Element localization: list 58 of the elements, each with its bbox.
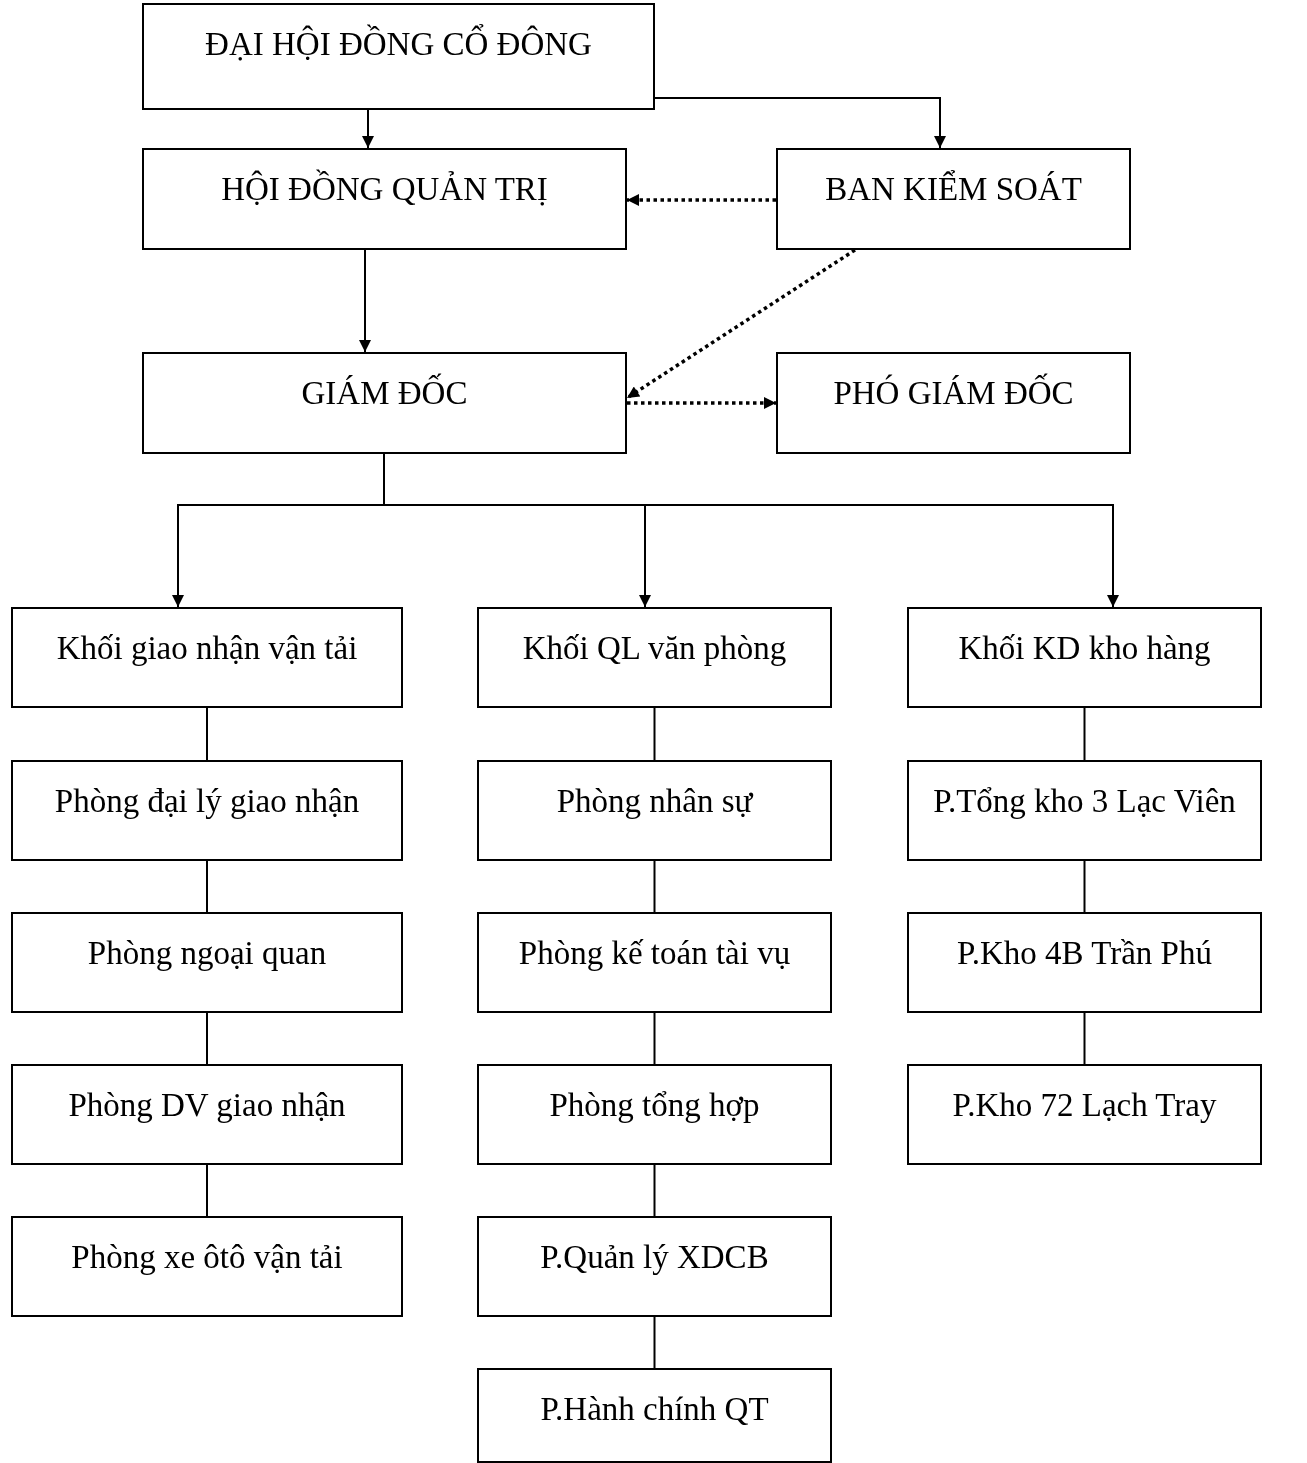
org-box xyxy=(11,912,403,1013)
connector-line xyxy=(653,1164,656,1217)
org-box xyxy=(907,912,1262,1013)
arrow xyxy=(654,97,946,149)
arrow xyxy=(362,109,374,149)
unit-name: Phòng DV giao nhận xyxy=(68,1086,346,1125)
org-box xyxy=(907,760,1262,861)
unit-name: Khối QL văn phòng xyxy=(522,629,787,668)
unit-name: P.Tổng kho 3 Lạc Viên xyxy=(933,782,1236,821)
connector-line xyxy=(1083,707,1086,761)
org-box xyxy=(477,1368,832,1463)
unit-name: PHÓ GIÁM ĐỐC xyxy=(833,374,1074,413)
org-box xyxy=(907,607,1262,708)
connector-line xyxy=(653,1012,656,1065)
unit-name: P.Quản lý XDCB xyxy=(540,1238,769,1277)
unit-name: P.Kho 4B Trần Phú xyxy=(957,934,1212,973)
connector-line xyxy=(653,1316,656,1369)
org-box xyxy=(477,912,832,1013)
org-box xyxy=(142,352,627,454)
connector-line xyxy=(1083,860,1086,913)
unit-name: ĐẠI HỘI ĐỒNG CỔ ĐÔNG xyxy=(205,25,592,64)
unit-name: Phòng nhân sự xyxy=(556,782,753,821)
connector-line xyxy=(653,860,656,913)
arrow xyxy=(359,249,371,353)
connector-line xyxy=(653,707,656,761)
org-box xyxy=(477,760,832,861)
unit-name: GIÁM ĐỐC xyxy=(301,374,468,413)
unit-name: HỘI ĐỒNG QUẢN TRỊ xyxy=(221,170,548,209)
connector-line xyxy=(206,707,208,761)
arrow xyxy=(627,397,776,409)
org-box xyxy=(142,3,655,110)
org-box xyxy=(11,1216,403,1317)
unit-name: Phòng đại lý giao nhận xyxy=(54,782,360,821)
unit-name: P.Kho 72 Lạch Tray xyxy=(952,1086,1217,1125)
connector-line xyxy=(1083,1012,1086,1065)
unit-name: P.Hành chính QT xyxy=(540,1390,769,1429)
unit-name: Phòng kế toán tài vụ xyxy=(518,934,791,973)
arrow xyxy=(626,248,856,400)
org-box xyxy=(907,1064,1262,1165)
unit-name: BAN KIỂM SOÁT xyxy=(825,170,1082,209)
org-box xyxy=(776,148,1131,250)
org-box xyxy=(11,760,403,861)
arrow xyxy=(627,194,776,206)
org-box xyxy=(776,352,1131,454)
org-box xyxy=(11,607,403,708)
connector-line xyxy=(206,860,208,913)
connector-line xyxy=(206,1012,208,1065)
org-box xyxy=(477,1216,832,1317)
org-box xyxy=(477,1064,832,1165)
unit-name: Khối giao nhận vận tải xyxy=(56,629,358,668)
unit-name: Phòng ngoại quan xyxy=(87,934,327,973)
org-box xyxy=(11,1064,403,1165)
connector-line xyxy=(206,1164,208,1217)
org-box xyxy=(477,607,832,708)
unit-name: Khối KD kho hàng xyxy=(958,629,1211,668)
org-box xyxy=(142,148,627,250)
unit-name: Phòng tổng hợp xyxy=(549,1086,760,1125)
unit-name: Phòng xe ôtô vận tải xyxy=(71,1238,343,1277)
